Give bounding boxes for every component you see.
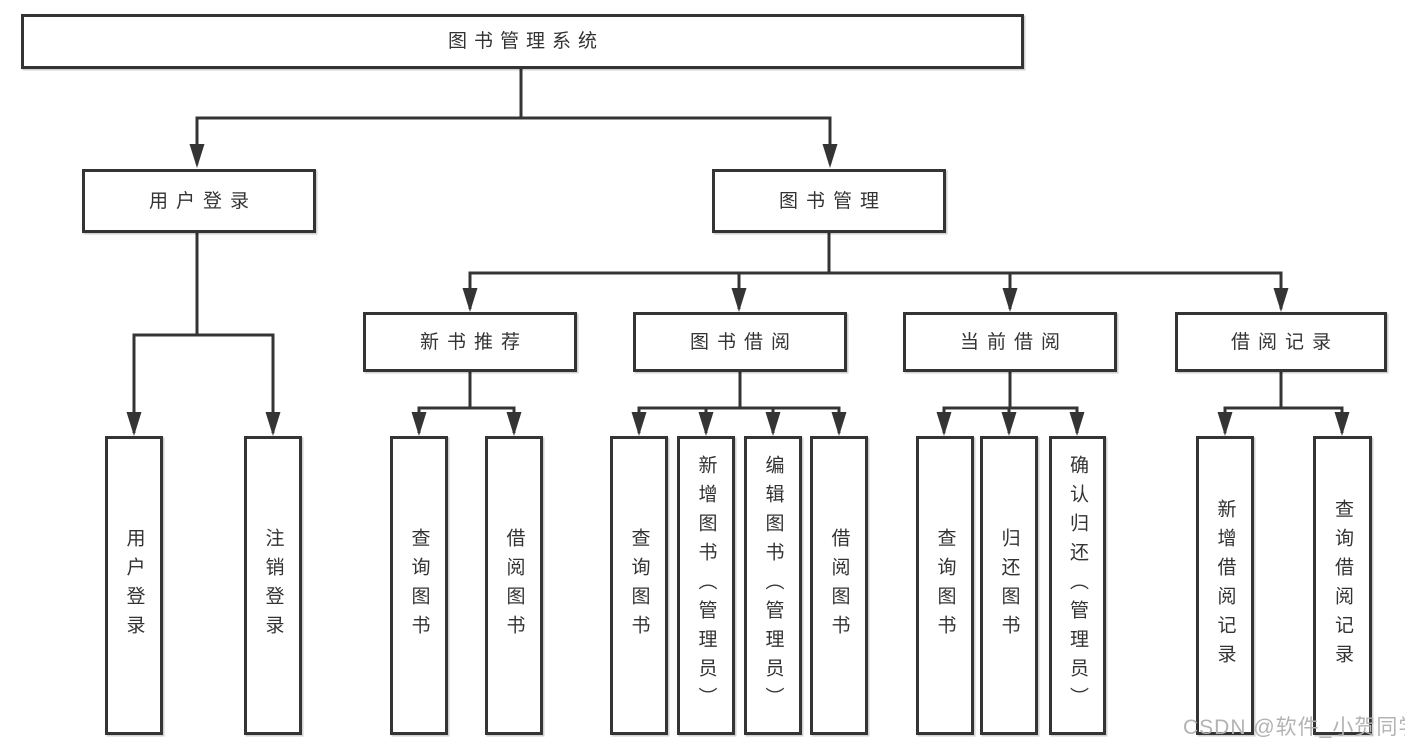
node-new-book-recommend: 新书推荐 (363, 312, 577, 372)
node-label: 查询借阅记录 (1332, 498, 1353, 673)
node-return-books: 归还图书 (980, 436, 1038, 735)
node-borrow-books-recommend: 借阅图书 (485, 436, 543, 735)
node-label: 用户登录 (123, 527, 145, 644)
node-label: 借阅图书 (503, 527, 525, 644)
node-add-borrow-record: 新增借阅记录 (1196, 436, 1254, 735)
watermark: CSDN @软件_小贺同学 (1183, 716, 1405, 739)
node-label: 查询图书 (628, 527, 650, 644)
node-query-books-current: 查询图书 (916, 436, 974, 735)
node-label: 图书管理系统 (447, 31, 604, 52)
node-label: 注销登录 (262, 527, 284, 644)
node-current-borrowing: 当前借阅 (903, 312, 1117, 372)
node-borrow-books-leaf: 借阅图书 (810, 436, 868, 735)
node-user-login-leaf: 用户登录 (105, 436, 163, 735)
node-label: 确认归还（管理员） (1067, 455, 1088, 716)
node-query-borrow-record: 查询借阅记录 (1313, 436, 1372, 735)
node-logout-leaf: 注销登录 (244, 436, 302, 735)
node-label: 查询图书 (934, 527, 956, 644)
node-query-books-borrowing: 查询图书 (610, 436, 668, 735)
node-library-system: 图书管理系统 (21, 14, 1024, 69)
node-edit-books-admin: 编辑图书（管理员） (744, 436, 802, 735)
node-label: 归还图书 (998, 527, 1020, 644)
arrowheads (126, 144, 1350, 436)
node-label: 用户登录 (148, 190, 257, 212)
node-label: 新书推荐 (419, 331, 528, 353)
node-label: 借阅记录 (1230, 331, 1339, 353)
node-confirm-return-admin: 确认归还（管理员） (1049, 436, 1106, 735)
node-label: 借阅图书 (828, 527, 850, 644)
node-user-login-branch: 用户登录 (82, 169, 316, 233)
node-add-books-admin: 新增图书（管理员） (677, 436, 735, 735)
node-borrowing-records: 借阅记录 (1175, 312, 1387, 372)
node-label: 图书借阅 (689, 331, 798, 353)
node-query-books-recommend: 查询图书 (390, 436, 448, 735)
node-label: 新增借阅记录 (1214, 498, 1236, 673)
node-label: 当前借阅 (959, 331, 1068, 353)
node-label: 编辑图书（管理员） (762, 455, 784, 716)
node-book-borrowing: 图书借阅 (633, 312, 847, 372)
node-label: 图书管理 (778, 190, 887, 212)
node-book-management-branch: 图书管理 (712, 169, 946, 233)
node-label: 查询图书 (408, 527, 430, 644)
node-label: 新增图书（管理员） (695, 455, 717, 716)
